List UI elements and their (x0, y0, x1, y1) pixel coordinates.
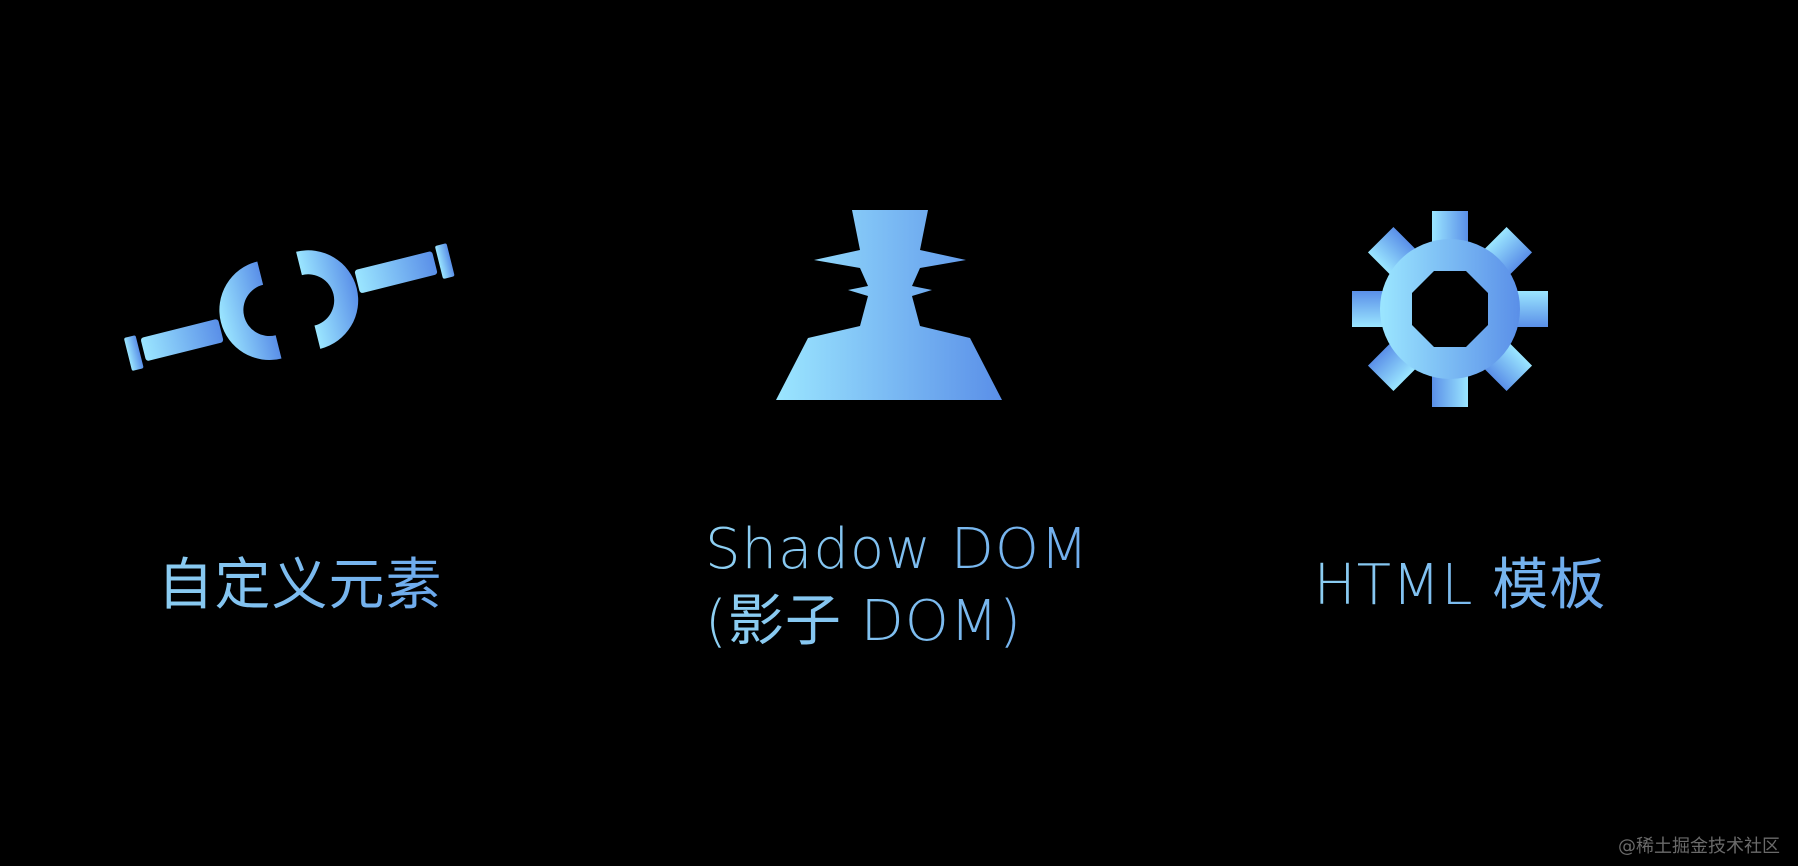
gear-icon (1348, 207, 1552, 411)
shadow-dom-label-line-2: (影子 DOM) (705, 589, 1023, 654)
html-templates-label: HTML 模板 (1300, 550, 1620, 622)
spy-icon (770, 208, 1010, 408)
watermark: @稀土掘金技术社区 (1618, 836, 1780, 857)
shadow-dom-label: Shadow DOM (影子 DOM) (705, 514, 1165, 658)
shadow-dom-label-line-1: Shadow DOM (705, 517, 1090, 582)
wrench-icon (120, 225, 460, 395)
custom-elements-label: 自定义元素 (140, 550, 460, 622)
